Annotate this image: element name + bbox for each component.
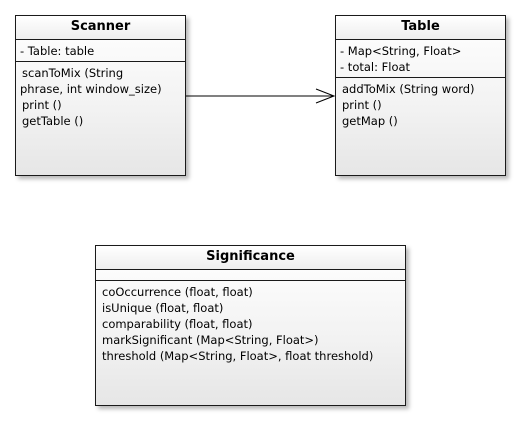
significance-class-name: Significance [96, 246, 405, 270]
scanner-operation: scanToMix (String [22, 66, 124, 80]
significance-operation: comparability (float, float) [102, 317, 253, 331]
significance-operation: markSignificant (Map<String, Float>) [102, 333, 319, 347]
scanner-attribute: - Table: table [20, 44, 95, 58]
significance-class[interactable]: Significance coOccurrence (float, float)… [95, 245, 406, 406]
scanner-attributes: - Table: table [16, 40, 185, 62]
scanner-operation: print () [22, 98, 62, 112]
table-attribute: - Map<String, Float> [340, 44, 462, 58]
table-class-name: Table [336, 16, 505, 40]
table-operation: addToMix (String word) [342, 82, 475, 96]
scanner-operations: scanToMix (String phrase, int window_siz… [16, 62, 185, 131]
association-arrowhead [315, 88, 336, 104]
significance-operation: coOccurrence (float, float) [102, 285, 253, 299]
scanner-class-name: Scanner [16, 16, 185, 40]
table-class[interactable]: Table - Map<String, Float> - total: Floa… [335, 15, 506, 176]
scanner-operation: phrase, int window_size) [20, 82, 162, 96]
table-operation: print () [342, 98, 382, 112]
significance-operation: threshold (Map<String, Float>, float thr… [102, 349, 374, 363]
significance-operation: isUnique (float, float) [102, 301, 224, 315]
scanner-class[interactable]: Scanner - Table: table scanToMix (String… [15, 15, 186, 176]
significance-attributes [96, 270, 405, 281]
table-attribute: - total: Float [340, 60, 411, 74]
table-attributes: - Map<String, Float> - total: Float [336, 40, 505, 78]
table-operation: getMap () [342, 114, 398, 128]
significance-operations: coOccurrence (float, float) isUnique (fl… [96, 281, 405, 366]
scanner-operation: getTable () [22, 114, 84, 128]
table-operations: addToMix (String word) print () getMap (… [336, 78, 505, 131]
